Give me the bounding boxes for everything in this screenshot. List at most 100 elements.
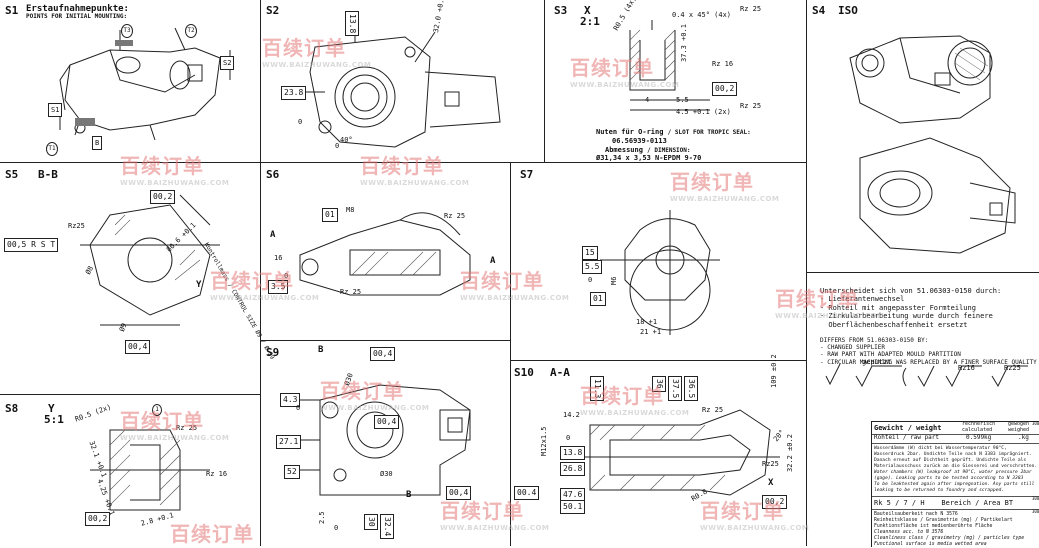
notes-de-line: Oberflächenbeschaffenheit ersetzt (820, 320, 968, 329)
s10-view: A-A (550, 366, 570, 379)
s10-view-x: X (768, 478, 774, 488)
section-label-s10: S10 (514, 366, 534, 379)
notes-en-line: - CIRCULAR MACHINING WAS REPLACED BY A F… (820, 358, 1037, 366)
surface-rz25: Rz25 (1004, 364, 1021, 372)
tb-clean-notes: Bauteilsauberkeit nach N 3576 Reinheitsk… (874, 512, 1025, 547)
s6-rz25b: Rz 25 (340, 288, 362, 296)
s7-dim-18: 18 +1 (636, 318, 658, 326)
s9-dim-4-3: 4.3 (280, 393, 301, 407)
s9-dim-0: 0 (296, 404, 301, 412)
s2-part-drawing (285, 12, 501, 148)
notes-de-line: - Lieferantenwechsel (820, 295, 905, 304)
s9-dim-32-4: 32.4 (380, 514, 394, 540)
s2-dim-0b: 0 (335, 142, 340, 150)
s10-dim-11-3: 11.3 (590, 376, 604, 402)
notes-en-line: - CHANGED SUPPLIER (820, 344, 886, 352)
tb-code: 300 (1032, 421, 1039, 426)
s3-slot-drawing (629, 20, 710, 111)
s10-rz25b: Rz25 (762, 460, 779, 468)
grid-line (806, 272, 1039, 273)
s9-dim-2-5: 2.5 (318, 511, 326, 524)
s7-dim-21: 21 +1 (640, 328, 662, 336)
grid-line (544, 0, 545, 162)
s1-part-drawing (59, 27, 231, 141)
s1-title: Erstaufnahmepunkte: (26, 4, 129, 14)
s10-tol-004: 00.4 (514, 486, 540, 500)
s3-view: X (584, 4, 591, 17)
s3-dim-5-5: 5.5 (676, 96, 689, 104)
s6-rz25a: Rz 25 (444, 212, 466, 220)
s3-slot-dim: Ø31,34 x 3,53 N-EPDM 9-70 (596, 154, 702, 162)
notes-de-line: - Rohteil mit angepasster Formteilung (820, 303, 976, 312)
ref-s1: S1 (48, 103, 63, 117)
s7-dim-0: 0 (588, 276, 593, 284)
grid-line (510, 162, 511, 546)
tb-raw-part: Rohteil / raw part (874, 434, 940, 441)
s5-rz25: Rz25 (68, 222, 85, 230)
section-label-s3: S3 (554, 4, 568, 17)
ref-t3: T3 (121, 24, 133, 38)
s9-dim-30: 30 (364, 514, 378, 530)
s10-dim-36: 36 (652, 376, 666, 392)
s6-dim-0: 0 (284, 272, 289, 280)
surface-label: geputzt (862, 358, 892, 366)
tb-calc-label: rechnerisch calculated (962, 421, 996, 433)
section-label-s6: S6 (266, 168, 280, 181)
section-label-s1: S1 (5, 4, 19, 17)
tb-kg: .kg (1018, 434, 1029, 441)
s9-cut-b1: B (318, 345, 324, 355)
s6-part-drawing (299, 212, 471, 296)
grid-line (806, 0, 807, 546)
tb-code: 300 (1032, 496, 1039, 501)
section-label-s4: S4 (812, 4, 826, 17)
tb-raw-weight: 0.599kg (966, 434, 992, 441)
s8-detail-drawing (90, 429, 210, 511)
s9-part-drawing (300, 384, 471, 496)
s7-dim-15: 15 (582, 246, 598, 260)
s9-d30b: Ø30 (380, 470, 393, 478)
s10-dim-13-8: 13.8 (560, 446, 586, 460)
s2-dim-40deg: 40° (340, 136, 353, 144)
s5-view: B-B (38, 168, 58, 181)
s9-dim-52: 52 (284, 465, 300, 479)
s7-dim-5-5: 5.5 (582, 260, 603, 274)
s5-section-drawing (80, 194, 220, 326)
s8-view: Y (48, 402, 55, 415)
s10-dim-50-1: 50.1 (560, 500, 586, 514)
section-label-s7: S7 (520, 168, 534, 181)
surface-symbols (825, 363, 1028, 388)
s10-dim-0: 0 (566, 434, 571, 442)
s10-dim-109: 109 ±0.2 (770, 354, 778, 388)
s8-scale: 5:1 (44, 413, 64, 426)
s7-part-drawing (600, 210, 720, 335)
s5-tol-004: 00,4 (125, 340, 151, 354)
s6-tol-01: 01 (322, 208, 338, 222)
s9-dim-27-1: 27.1 (276, 435, 302, 449)
section-label-s5: S5 (5, 168, 19, 181)
s3-dim-chamfer: 0.4 x 45° (4x) (672, 11, 732, 19)
title-block: Gewicht / weight rechnerisch calculated … (871, 421, 1039, 547)
s3-dim-4-5: 4.5 +0.1 (2x) (676, 108, 731, 116)
surface-rz16: Rz16 (958, 364, 975, 372)
grid-line (260, 0, 261, 546)
s4-iso-drawing (849, 35, 1016, 254)
s3-slot-title: Nuten für O-ring / SLOT FOR TROPIC SEAL: (596, 128, 751, 136)
s8-rz25: Rz 25 (176, 424, 198, 432)
section-label-s2: S2 (266, 4, 280, 17)
s10-dim-37-5: 37.5 (668, 376, 682, 402)
notes-de-title: Unterscheidet sich von 51.06303-0150 dur… (820, 287, 1002, 295)
tb-rk-line: Rk 5 / 7 / H Bereich / Area BT (874, 499, 1014, 507)
s9-tol-004a: 00,4 (370, 347, 396, 361)
grid-line (0, 394, 260, 395)
s4-view: ISO (838, 4, 858, 17)
s3-rz25a: Rz 25 (740, 5, 762, 13)
s2-dim-0a: 0 (298, 118, 303, 126)
s3-slot-dim-label: Abmessung / DIMENSION: (605, 146, 691, 154)
s10-rz25a: Rz 25 (702, 406, 724, 414)
ref-t2: T2 (185, 24, 197, 38)
s9-dim-0b: 0 (334, 524, 339, 532)
tb-weight-label: Gewicht / weight (874, 424, 942, 432)
